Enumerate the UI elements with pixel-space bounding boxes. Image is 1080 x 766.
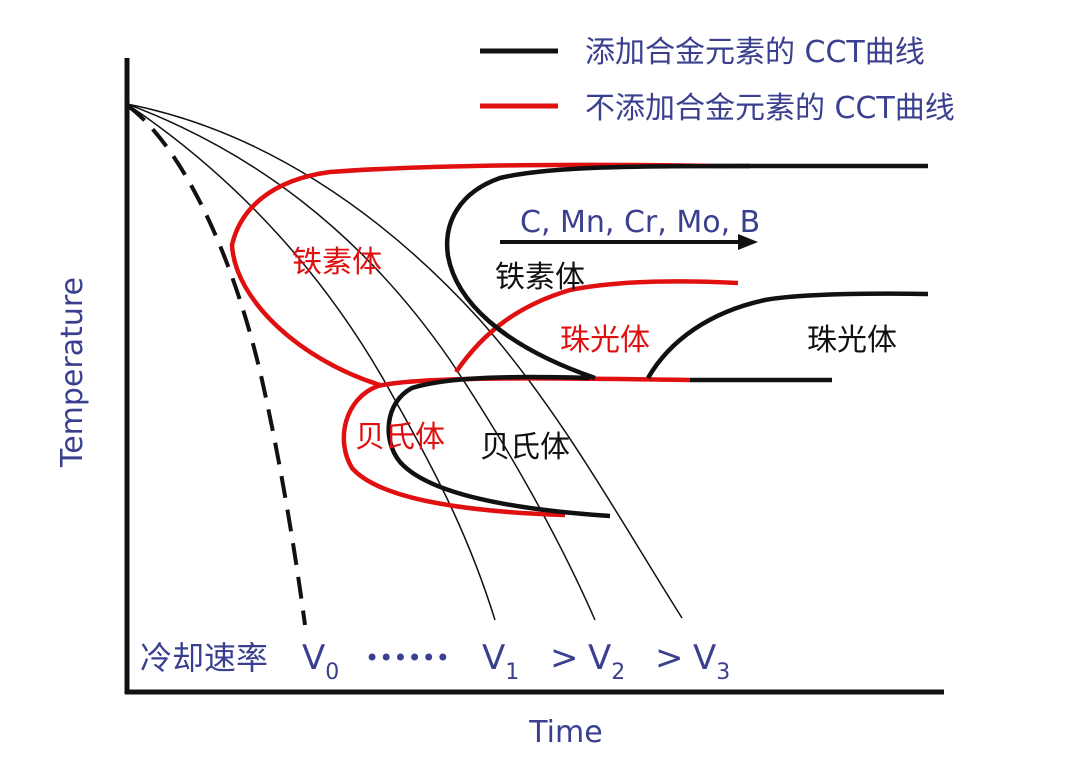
v1-label: V1 xyxy=(482,638,519,685)
legend-label-red: 不添加合金元素的 CCT曲线 xyxy=(585,91,955,126)
bainite-label-red: 贝氏体 xyxy=(355,420,445,455)
cooling-curve-v1 xyxy=(126,103,496,621)
dots-separator: •••••• xyxy=(365,644,450,672)
ferrite-label-red: 铁素体 xyxy=(292,245,382,280)
legend-label-black: 添加合金元素的 CCT曲线 xyxy=(585,35,925,70)
black-pearlite-curve xyxy=(646,291,929,380)
cooling-curve-v0 xyxy=(126,104,307,626)
alloy-elements-label: C, Mn, Cr, Mo, B xyxy=(520,205,760,240)
pearlite-label-black: 珠光体 xyxy=(807,323,897,358)
cooling-rate-row: 冷却速率 V0 •••••• V1 > V2 > V3 xyxy=(140,638,730,685)
v0-label: V0 xyxy=(302,638,339,685)
ferrite-label-black: 铁素体 xyxy=(495,260,585,295)
black-bainite-curve xyxy=(386,374,611,519)
cooling-curve-v3 xyxy=(126,103,683,619)
x-axis-label: Time xyxy=(528,715,602,750)
v2-label: V2 xyxy=(588,638,625,685)
pearlite-label-red: 珠光体 xyxy=(560,323,650,358)
cooling-rate-prefix: 冷却速率 xyxy=(140,639,268,677)
alloy-arrow-head xyxy=(738,234,758,250)
bainite-label-black: 贝氏体 xyxy=(480,430,570,465)
red-pearlite-curve xyxy=(454,279,739,374)
v3-label: V3 xyxy=(693,638,730,685)
gt-sign-1: > xyxy=(550,638,579,678)
y-axis-label: Temperature xyxy=(55,277,90,468)
cooling-curve-v2 xyxy=(126,103,596,621)
gt-sign-2: > xyxy=(655,638,684,678)
red-ferrite-curve xyxy=(229,162,716,388)
black-ferrite-curve xyxy=(444,163,751,381)
